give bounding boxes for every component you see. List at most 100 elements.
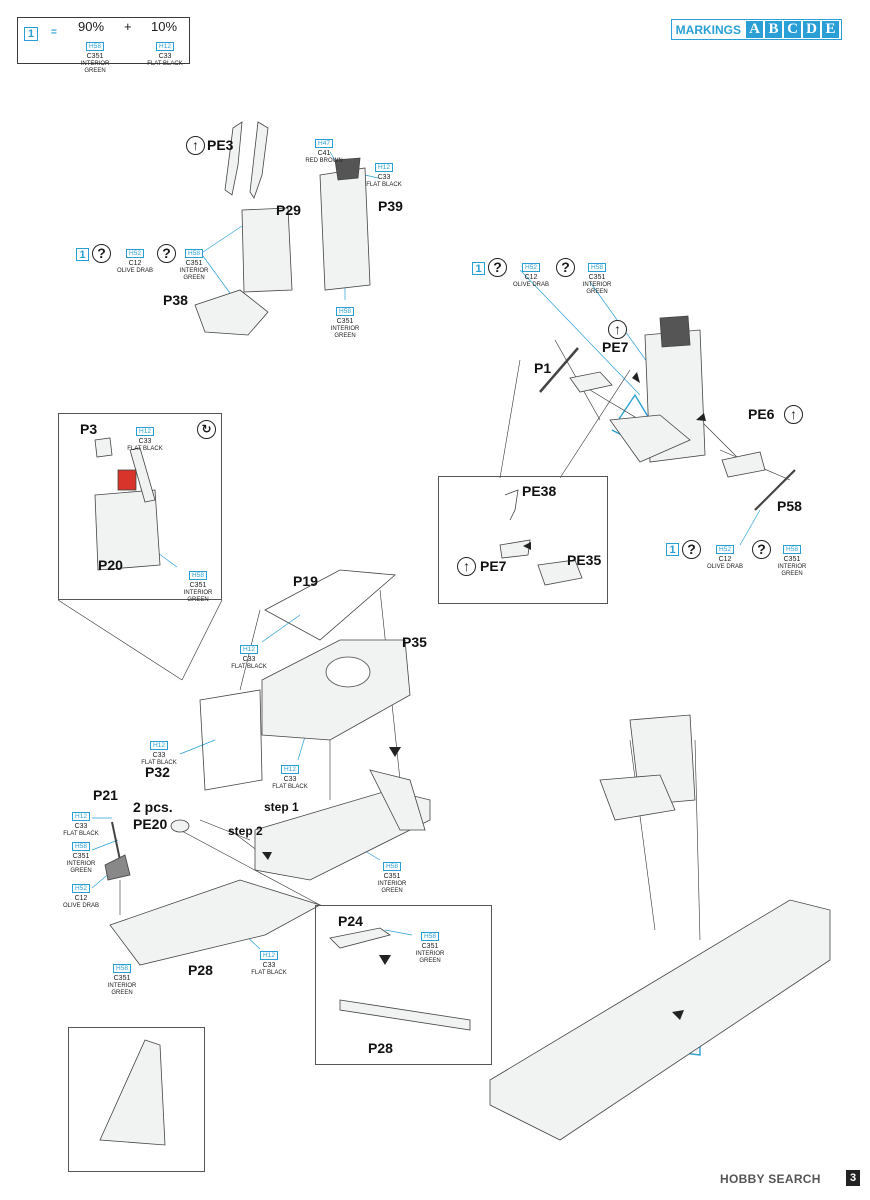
marking-letter-c: C: [784, 21, 801, 38]
paint-callout-h12-top: H12 C33 FLAT BLACK: [366, 163, 402, 188]
paint-callout-h58-b: H58 C351 INTERIOR GREEN: [330, 307, 360, 339]
rotate-icon: ↻: [197, 420, 216, 439]
inset-p24-p28: [315, 905, 492, 1065]
mix-color-b: H12 C33 FLAT BLACK: [147, 42, 183, 67]
paint-callout-h12-p28: H12 C33 FLAT BLACK: [251, 951, 287, 976]
inset-pe38-pe35: [438, 476, 608, 604]
pe7-buckle-drawing: [569, 371, 613, 393]
mix-color-a: H58 C351 INTERIOR GREEN: [80, 42, 110, 74]
p35-tank-drawing: [261, 639, 411, 741]
label-p39: P39: [378, 198, 403, 214]
flip-icon: ↑: [186, 136, 205, 155]
markings-badge: MARKINGS A B C D E: [670, 19, 842, 40]
marking-letter-a: A: [746, 21, 763, 38]
p21-stick-drawing: [104, 854, 131, 881]
label-p3: P3: [80, 421, 98, 437]
paint-callout-h52-a: H52 C12 OLIVE DRAB: [116, 249, 153, 274]
p38-seat-pan-drawing: [194, 289, 269, 336]
paint-callout-h12-p3: H12 C33 FLAT BLACK: [127, 427, 163, 452]
label-p32: P32: [145, 764, 170, 780]
label-2pcs: 2 pcs.: [133, 799, 173, 815]
marking-letter-d: D: [803, 21, 820, 38]
inset-p3-p20: [58, 413, 222, 600]
pe3-strap-drawing-2: [249, 121, 269, 199]
label-pe35: PE35: [567, 552, 602, 568]
flip-icon: ↑: [784, 405, 803, 424]
label-pe3: PE3: [207, 137, 234, 153]
pe35-drawing: [537, 559, 583, 586]
label-p28: P28: [188, 962, 213, 978]
step-ref-b: 1: [472, 262, 485, 275]
label-p21: P21: [93, 787, 118, 803]
p3-highlight-part: [117, 469, 137, 491]
label-p35: P35: [402, 634, 427, 650]
label-pe7-inset: PE7: [480, 558, 507, 574]
mix-percent-b: 10%: [151, 19, 178, 34]
mix-plus: +: [124, 19, 132, 34]
pe20-disk-drawing: [170, 819, 190, 833]
label-p28-inset: P28: [368, 1040, 393, 1056]
question-icon: ?: [682, 540, 701, 559]
label-pe20: PE20: [133, 816, 168, 832]
label-step1: step 1: [264, 800, 299, 814]
paint-callout-h58-floor: H58 C351 INTERIOR GREEN: [377, 862, 407, 894]
markings-label: MARKINGS: [675, 22, 741, 37]
label-p58: P58: [777, 498, 802, 514]
label-p20: P20: [98, 557, 123, 573]
label-step2: step 2: [228, 824, 263, 838]
step-ref-a: 1: [76, 248, 89, 261]
arrows: [262, 372, 706, 1020]
paint-leader-lines: [91, 151, 761, 950]
paint-callout-h12-p32: H12 C33 FLAT BLACK: [141, 741, 177, 766]
pe6-drawing: [721, 451, 766, 478]
marking-letter-b: B: [765, 21, 782, 38]
paint-callout-h52-b: H52 C12 OLIVE DRAB: [512, 263, 549, 288]
final-assembly-drawing: [489, 899, 831, 1141]
p20-frame-drawing: [94, 489, 161, 571]
question-icon: ?: [157, 244, 176, 263]
question-icon: ?: [752, 540, 771, 559]
p29-seat-back-drawing: [241, 207, 293, 293]
paint-callout-h12-p21: H12 C33 FLAT BLACK: [63, 812, 99, 837]
paint-callout-h52-p21: H52 C12 OLIVE DRAB: [62, 884, 99, 909]
paint-callout-h58-p21: H58 C351 INTERIOR GREEN: [66, 842, 96, 874]
question-icon: ?: [92, 244, 111, 263]
p28-plate-drawing: [109, 879, 322, 966]
hobby-search-watermark: HOBBY SEARCH: [720, 1172, 821, 1186]
paint-callout-h58-p24: H58 C351 INTERIOR GREEN: [415, 932, 445, 964]
paint-callout-h58-p28: H58 C351 INTERIOR GREEN: [107, 964, 137, 996]
p24-drawing: [329, 927, 391, 949]
paint-callout-h52-c: H52 C12 OLIVE DRAB: [706, 545, 743, 570]
paint-callout-h58-d: H58 C351 INTERIOR GREEN: [777, 545, 807, 577]
paint-callout-h58-p20: H58 C351 INTERIOR GREEN: [183, 571, 213, 603]
pe3-strap-drawing: [224, 121, 243, 196]
paint-callout-h12-p35: H12 C33 FLAT BLACK: [272, 765, 308, 790]
paint-mix-box: 1 = 90% + 10% H58 C351 INTERIOR GREEN H1…: [17, 17, 190, 74]
label-p19: P19: [293, 573, 318, 589]
label-pe38: PE38: [522, 483, 557, 499]
marking-letter-e: E: [822, 21, 839, 38]
flip-icon: ↑: [457, 557, 476, 576]
part-drawings: [94, 121, 831, 1146]
label-pe7: PE7: [602, 339, 629, 355]
inset-side-view: [68, 1027, 205, 1172]
label-p38: P38: [163, 292, 188, 308]
inset-view-drawing: [99, 1039, 166, 1146]
label-p1: P1: [534, 360, 552, 376]
flip-icon: ↑: [608, 320, 627, 339]
p19-frame-drawing: [264, 569, 396, 641]
label-p29: P29: [276, 202, 301, 218]
label-p24: P24: [338, 913, 363, 929]
paint-callout-h47: H47 C41 RED BROWN: [305, 139, 343, 164]
paint-callout-h58-a: H58 C351 INTERIOR GREEN: [179, 249, 209, 281]
mix-equals: =: [51, 27, 57, 38]
paint-callout-h12-p19: H12 C33 FLAT BLACK: [231, 645, 267, 670]
label-pe6: PE6: [748, 406, 775, 422]
p32-frame-drawing: [199, 689, 263, 791]
question-icon: ?: [556, 258, 575, 277]
question-icon: ?: [488, 258, 507, 277]
step-ref-c: 1: [666, 543, 679, 556]
mix-percent-a: 90%: [78, 19, 105, 34]
page-number: 3: [846, 1170, 860, 1186]
